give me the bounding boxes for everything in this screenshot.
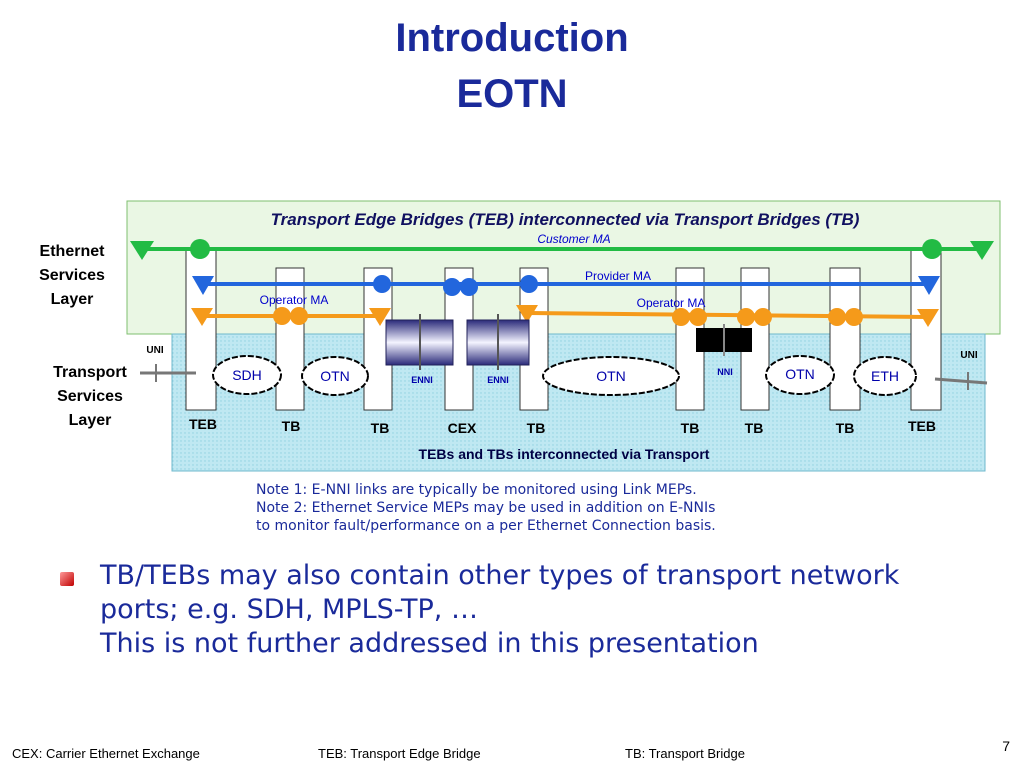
- bullet-text-2: ports; e.g. SDH, MPLS-TP, …: [100, 594, 478, 625]
- provider-ma-label: Provider MA: [585, 269, 651, 283]
- operator-mip-3: [672, 308, 690, 326]
- enni-label-1: ENNI: [411, 375, 433, 385]
- page-number: 7: [1002, 738, 1010, 754]
- customer-mep-right: [922, 239, 942, 259]
- operator-ma-right-end-arrow: [917, 309, 939, 327]
- provider-mip-1: [443, 278, 461, 296]
- operator-ma-right-start-arrow: [516, 305, 538, 323]
- bullet-text-1: TB/TEBs may also contain other types of …: [100, 560, 900, 591]
- ethernet-layer-label-1: Ethernet: [40, 243, 106, 260]
- operator-ma-right-label: Operator MA: [637, 296, 706, 310]
- customer-ma-right-arrow: [970, 241, 994, 260]
- footer-cex: CEX: Carrier Ethernet Exchange: [12, 746, 200, 761]
- operator-mip-2: [290, 307, 308, 325]
- footer-teb: TEB: Transport Edge Bridge: [318, 746, 481, 761]
- operator-mip-5: [737, 308, 755, 326]
- note-2-cont: to monitor fault/performance on a per Et…: [256, 518, 716, 534]
- otn-label-3: OTN: [785, 366, 815, 382]
- operator-mip-8: [845, 308, 863, 326]
- sdh-cloud: SDH: [212, 355, 282, 395]
- enni-label-2: ENNI: [487, 375, 509, 385]
- footer-tb: TB: Transport Bridge: [625, 746, 745, 761]
- customer-ma-label: Customer MA: [537, 232, 610, 246]
- provider-mip-2: [460, 278, 478, 296]
- nni-label: NNI: [717, 367, 733, 377]
- otn-cloud-3: OTN: [765, 355, 835, 395]
- uni-right-link: [934, 377, 988, 385]
- note-2: Note 2: Ethernet Service MEPs may be use…: [256, 500, 716, 516]
- ethernet-layer-label-2: Services: [39, 267, 105, 284]
- bridge-label-cex: CEX: [448, 420, 477, 436]
- eth-cloud: ETH: [853, 356, 917, 396]
- sdh-label: SDH: [232, 367, 262, 383]
- note-1: Note 1: E-NNI links are typically be mon…: [256, 482, 697, 498]
- transport-layer-label-3: Layer: [69, 412, 112, 429]
- operator-mip-1: [273, 307, 291, 325]
- operator-ma-left-start-arrow: [191, 308, 213, 326]
- provider-mep-2: [520, 275, 538, 293]
- slide-title: Introduction: [395, 16, 629, 60]
- uni-right-label: UNI: [960, 350, 977, 361]
- otn-cloud-2: OTN: [542, 356, 680, 396]
- otn-label-2: OTN: [596, 368, 626, 384]
- uni-left-label: UNI: [146, 345, 163, 356]
- otn-cloud-1: OTN: [301, 356, 369, 396]
- bridge-label-tb-6: TB: [836, 420, 855, 436]
- bridge-label-teb-left: TEB: [189, 416, 217, 432]
- operator-mip-7: [828, 308, 846, 326]
- bridge-label-teb-right: TEB: [908, 418, 936, 434]
- diagram-heading: Transport Edge Bridges (TEB) interconnec…: [271, 210, 860, 229]
- provider-ma-right-arrow: [918, 276, 940, 295]
- transport-caption: TEBs and TBs interconnected via Transpor…: [419, 446, 710, 462]
- bridge-label-tb-3: TB: [527, 420, 546, 436]
- bridge-label-tb-1: TB: [282, 418, 301, 434]
- slide-subtitle: EOTN: [456, 72, 568, 116]
- eth-label: ETH: [871, 368, 899, 384]
- customer-mep-left: [190, 239, 210, 259]
- otn-label-1: OTN: [320, 368, 350, 384]
- bridge-teb-right: [910, 249, 942, 411]
- bridge-teb-left: [185, 249, 217, 411]
- customer-ma-left-arrow: [130, 241, 154, 260]
- transport-layer-label-1: Transport: [53, 364, 127, 381]
- provider-ma-left-arrow: [192, 276, 214, 295]
- provider-mep-1: [373, 275, 391, 293]
- operator-ma-left-label: Operator MA: [260, 293, 329, 307]
- operator-ma-left-end-arrow: [369, 308, 391, 326]
- bridge-label-tb-2: TB: [371, 420, 390, 436]
- bridge-label-tb-4: TB: [681, 420, 700, 436]
- bullet-text-3: This is not further addressed in this pr…: [100, 628, 759, 659]
- transport-layer-label-2: Services: [57, 388, 123, 405]
- bullet-icon: [60, 572, 74, 586]
- operator-mip-6: [754, 308, 772, 326]
- bridge-label-tb-5: TB: [745, 420, 764, 436]
- operator-mip-4: [689, 308, 707, 326]
- bridge-tb-1: [275, 267, 305, 411]
- bridge-tb-6: [829, 267, 861, 411]
- ethernet-layer-label-3: Layer: [51, 291, 94, 308]
